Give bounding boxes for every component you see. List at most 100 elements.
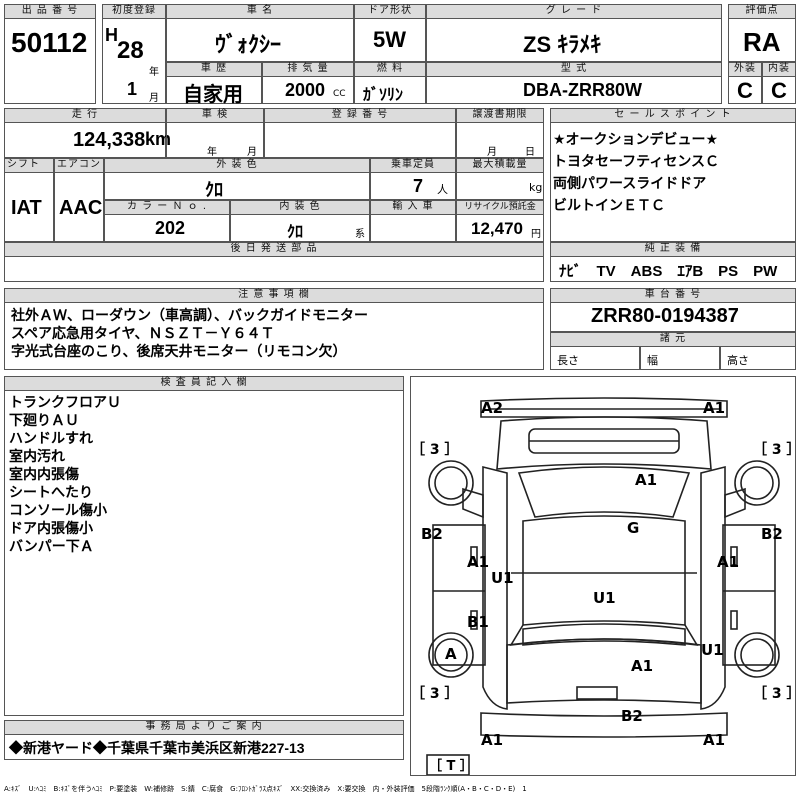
- inspection-month-unit: 月: [247, 147, 257, 158]
- mileage-value: 124,338: [73, 129, 146, 151]
- spec-width-label: 幅: [647, 354, 658, 367]
- ac-cell: AAC: [54, 172, 104, 242]
- int-color-value: ｸﾛ: [287, 224, 304, 241]
- first-reg-header: 初度登録: [102, 4, 166, 19]
- displacement-value: 2000: [285, 80, 326, 100]
- transfer-cell: 月 日: [456, 122, 544, 158]
- notes-header: 注 意 事 項 欄: [4, 288, 544, 303]
- mark-a1-bottom-right: A1: [703, 731, 726, 749]
- capacity-header: 乗車定員: [370, 158, 456, 173]
- mark-u1-center: U1: [593, 589, 616, 607]
- transfer-header: 譲渡書期限: [456, 108, 544, 123]
- mark-a1-roof: A1: [635, 471, 658, 489]
- specs-length-cell: 長さ: [550, 346, 640, 370]
- mark-b2-right: B2: [761, 525, 783, 543]
- color-cell: ｸﾛ: [104, 172, 370, 200]
- office-cell: ◆新港ヤード◆千葉県千葉市美浜区新港227-13: [4, 734, 404, 760]
- interior-score: C: [771, 78, 787, 103]
- sales-point: 両側パワースライドドア: [553, 176, 707, 192]
- color-value: ｸﾛ: [205, 180, 223, 200]
- mark-b1-left: B1: [467, 613, 489, 631]
- mark-bracket-bottom-right: ［ 3 ］: [753, 686, 800, 702]
- lot-no-header: 出 品 番 号: [4, 4, 96, 19]
- mark-t-spare: ［ T ］: [429, 759, 473, 774]
- inspector-line: コンソール傷小: [9, 503, 107, 519]
- fuel-value: ｶﾞｿﾘﾝ: [363, 87, 404, 104]
- sales-header: セ ー ル ス ポ イ ン ト: [550, 108, 796, 123]
- score-header: 評価点: [728, 4, 796, 19]
- model-value: DBA-ZRR80W: [523, 80, 642, 100]
- inspection-year-unit: 年: [207, 147, 217, 158]
- color-no-header: カ ラ ー Ｎ ｏ .: [104, 200, 230, 215]
- ac-header: エアコン: [54, 158, 104, 173]
- shift-cell: IAT: [4, 172, 54, 242]
- history-header: 車 歴: [166, 62, 262, 77]
- recycle-header: リサイクル預託金: [456, 200, 544, 215]
- interior-header: 内装: [762, 62, 796, 77]
- sales-cell: ★オークションデビュー★ トヨタセーフティセンスＣ 両側パワースライドドア ビル…: [550, 122, 796, 242]
- mark-b2-bottom: B2: [621, 707, 643, 725]
- year-unit: 年: [149, 67, 159, 78]
- chassis-header: 車 台 番 号: [550, 288, 796, 303]
- ac-value: AAC: [59, 197, 103, 219]
- capacity-value: 7: [413, 176, 424, 196]
- mark-a-wheel: A: [445, 645, 457, 663]
- interior-cell: C: [762, 76, 796, 104]
- specs-header: 諸 元: [550, 332, 796, 347]
- history-value: 自家用: [183, 84, 243, 106]
- mark-a1-top-right: A1: [703, 399, 726, 417]
- sales-point: トヨタセーフティセンスＣ: [553, 154, 720, 170]
- chassis-cell: ZRR80-0194387: [550, 302, 796, 332]
- first-reg-cell: H 28 年 1 月: [102, 18, 166, 104]
- car-outline: [426, 397, 780, 775]
- equipment-cell: ﾅﾋﾞ TV ABS ｴｱB PS PW: [550, 256, 796, 282]
- color-no-value: 202: [155, 218, 186, 238]
- history-cell: 自家用: [166, 76, 262, 106]
- transfer-day-unit: 日: [525, 147, 535, 158]
- notes-cell: 社外ＡＷ、ローダウン（車高調）、バックガイドモニター スペア応急用タイヤ、ＮＳＺ…: [4, 302, 544, 370]
- office-header: 事 務 局 よ り ご 案 内: [4, 720, 404, 735]
- grade: ZS ｷﾗﾒｷ: [523, 32, 602, 57]
- exterior-header: 外装: [728, 62, 762, 77]
- door-type: 5W: [373, 27, 406, 52]
- load-cell: kg: [456, 172, 544, 200]
- grade-cell: ZS ｷﾗﾒｷ: [426, 18, 722, 62]
- reg-no-cell: [264, 122, 456, 158]
- int-color-header: 内 装 色: [230, 200, 370, 215]
- capacity-cell: 7 人: [370, 172, 456, 200]
- reg-month: 1: [127, 79, 138, 99]
- import-header: 輸 入 車: [370, 200, 456, 215]
- mark-bracket-top-left: ［ 3 ］: [411, 442, 459, 458]
- door-header: ドア形状: [354, 4, 426, 19]
- inspector-cell: トランクフロアＵ 下廻りＡＵ ハンドルすれ 室内汚れ 室内内張傷 シートへたり …: [4, 390, 404, 716]
- load-header: 最大積載量: [456, 158, 544, 173]
- mark-u1-right: U1: [701, 641, 724, 659]
- load-unit: kg: [529, 181, 543, 194]
- mileage-unit: km: [145, 129, 172, 149]
- sales-point: ★オークションデビュー★: [553, 132, 719, 148]
- displacement-unit: CC: [333, 89, 346, 99]
- transfer-month-unit: 月: [487, 147, 497, 158]
- model-header: 型 式: [426, 62, 722, 77]
- damage-diagram: A2 A1 ［ 3 ］ ［ 3 ］ A1 G B2 B2 A1 U1 A1 U1…: [410, 376, 800, 776]
- note-line: 社外ＡＷ、ローダウン（車高調）、バックガイドモニター: [11, 308, 368, 324]
- import-cell: [370, 214, 456, 242]
- shift-header: シフト: [4, 158, 54, 173]
- inspector-line: トランクフロアＵ: [9, 395, 121, 411]
- mileage-header: 走 行: [4, 108, 166, 123]
- era-label: H: [105, 25, 118, 45]
- specs-height-cell: 高さ: [720, 346, 796, 370]
- inspector-line: ハンドルすれ: [9, 431, 93, 447]
- mark-bracket-top-right: ［ 3 ］: [753, 442, 800, 458]
- grade-header: グ レ ー ド: [426, 4, 722, 19]
- specs-width-cell: 幅: [640, 346, 720, 370]
- spec-length-label: 長さ: [557, 354, 579, 367]
- mark-u1-left: U1: [491, 569, 514, 587]
- shift-value: IAT: [11, 197, 42, 219]
- inspection-header: 車 検: [166, 108, 264, 123]
- note-line: 字光式台座のこり、後席天井モニター（リモコン欠）: [11, 344, 347, 360]
- note-line: スペア応急用タイヤ、ＮＳＺＴ－Ｙ６４Ｔ: [11, 326, 275, 342]
- door-cell: 5W: [354, 18, 426, 62]
- inspector-line: バンパー下Ａ: [9, 539, 94, 555]
- reg-no-header: 登 録 番 号: [264, 108, 456, 123]
